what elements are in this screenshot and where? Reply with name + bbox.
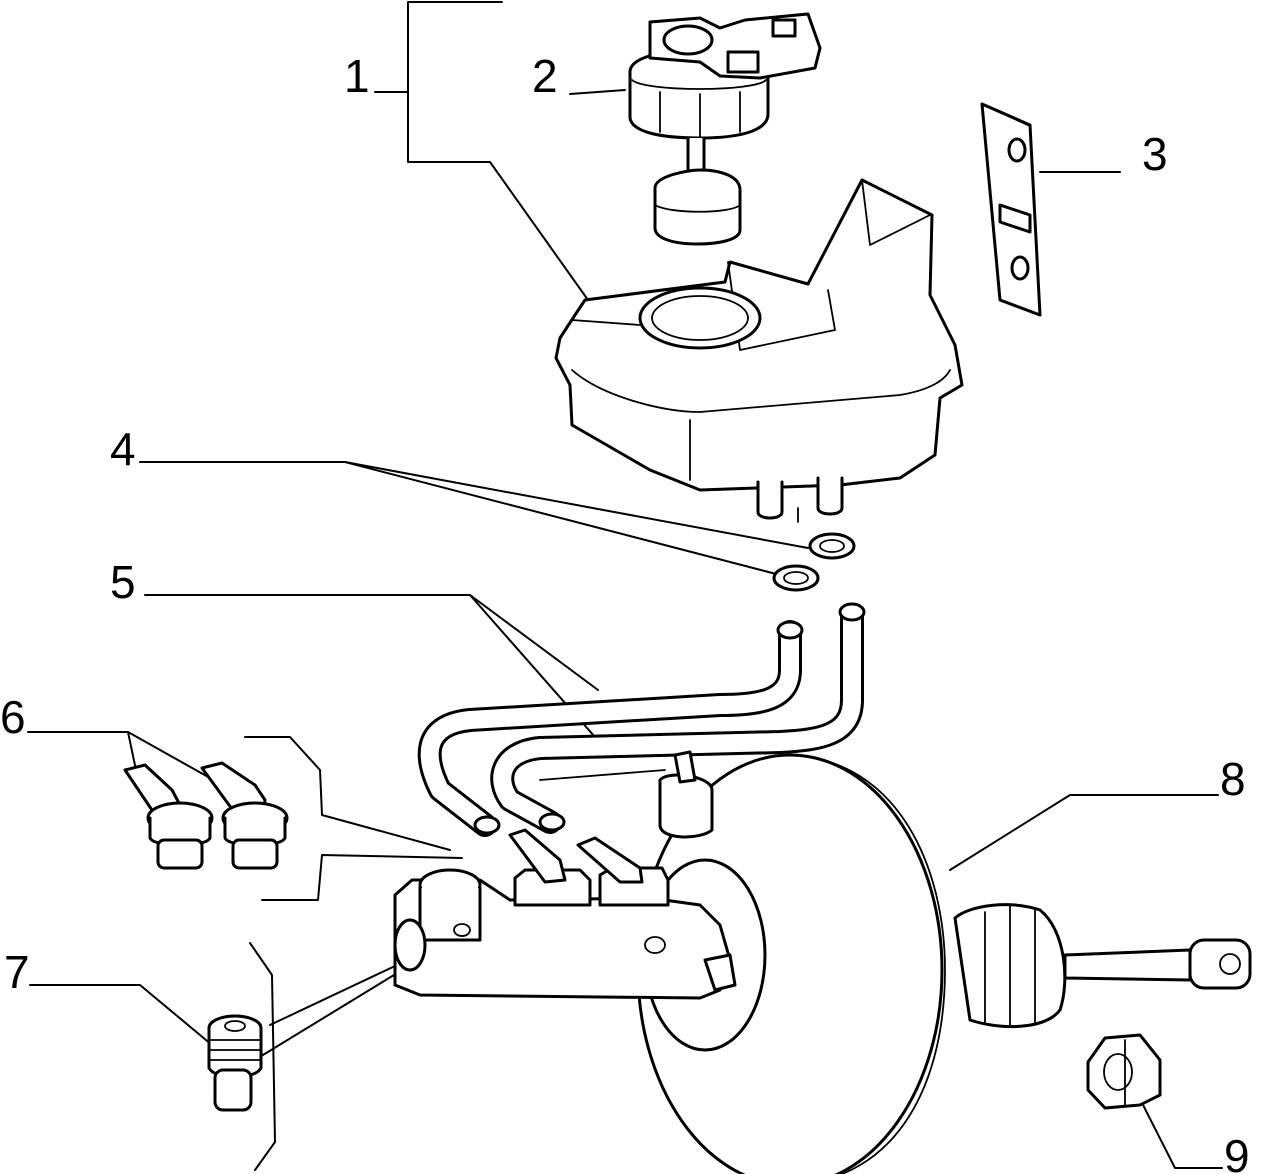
inlet-fittings <box>123 761 289 870</box>
leader-7 <box>29 984 219 1051</box>
hose-clamps <box>772 532 856 592</box>
reference-bracket-lower <box>261 854 463 901</box>
callout-4: 4 <box>110 423 136 475</box>
reference-bracket-upper <box>244 736 451 851</box>
leader-4b <box>344 461 781 576</box>
reservoir-cap <box>628 12 822 246</box>
leader-6b <box>127 731 211 779</box>
leader-1-bracket <box>374 1 503 93</box>
callout-6: 6 <box>0 691 26 743</box>
fluid-hoses <box>417 602 866 837</box>
leader-9 <box>1137 1094 1223 1169</box>
leader-6a <box>27 731 137 771</box>
leader-8 <box>949 794 1219 871</box>
leader-5a <box>144 594 599 691</box>
reference-bracket-bolt <box>249 942 276 1171</box>
leader-1 <box>407 91 589 301</box>
callout-1: 1 <box>344 50 370 102</box>
leader-2 <box>569 89 626 95</box>
callout-7: 7 <box>4 946 30 998</box>
callout-5: 5 <box>110 556 136 608</box>
master-cylinder <box>393 828 737 1000</box>
callout-8: 8 <box>1220 753 1246 805</box>
fluid-reservoir <box>554 178 964 523</box>
callout-2: 2 <box>532 50 558 102</box>
mounting-clip <box>980 102 1042 317</box>
callout-9: 9 <box>1224 1130 1250 1174</box>
mounting-bolt <box>207 1014 263 1112</box>
leader-lines <box>27 1 1223 1171</box>
callout-3: 3 <box>1142 128 1168 180</box>
hex-nut <box>1086 1033 1162 1110</box>
